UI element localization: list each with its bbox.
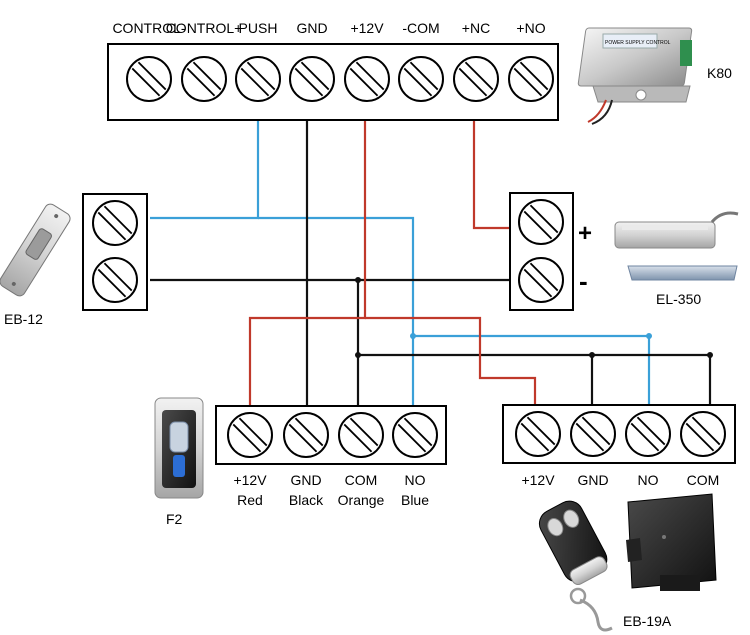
k80-terminal-screw	[398, 56, 444, 102]
junction-dot	[589, 352, 595, 358]
eb19a-terminal-label: COM	[687, 472, 720, 488]
eb19a-terminal-screw	[680, 411, 726, 457]
eb19a-terminal-labels: +12V GND NO COM	[521, 472, 719, 488]
el350-minus-sign: -	[579, 266, 588, 296]
f2-name: F2	[166, 511, 183, 527]
k80-terminal-screw	[344, 56, 390, 102]
junction-dot	[707, 352, 713, 358]
eb19a-terminal-label: GND	[577, 472, 608, 488]
k80-terminal-screw	[453, 56, 499, 102]
eb19a-terminal-label: +12V	[521, 472, 555, 488]
el350-screws	[518, 199, 564, 303]
wire-12v-to-eb19a	[365, 316, 537, 408]
k80-name: K80	[707, 65, 732, 81]
eb12-terminal-screw	[92, 257, 138, 303]
k80-terminal-label: +NO	[516, 20, 545, 36]
eb12-screws	[92, 200, 138, 303]
wire-f2-no-to-eb19a-no	[413, 334, 651, 408]
f2-terminal-label: GND	[290, 472, 321, 488]
k80-terminal-label: CONTROL+	[166, 20, 243, 36]
eb19a-terminal-screw	[515, 411, 561, 457]
k80-terminal-label: -COM	[402, 20, 439, 36]
f2-terminal-color: Orange	[338, 492, 385, 508]
f2-terminal-screw	[227, 412, 273, 458]
k80-device-label: POWER SUPPLY CONTROL	[605, 40, 671, 46]
wires	[150, 120, 712, 408]
wire-push-to-eb12	[150, 120, 260, 220]
f2-terminal-color: Red	[237, 492, 263, 508]
f2-terminal-label: COM	[345, 472, 378, 488]
junction-dot	[646, 333, 652, 339]
eb19a-device: EB-19A	[538, 493, 717, 632]
k80-terminal-screw	[289, 56, 335, 102]
f2-terminal-screw	[338, 412, 384, 458]
eb19a-screws	[515, 411, 726, 457]
eb19a-terminal-screw	[625, 411, 671, 457]
k80-terminal-label: PUSH	[239, 20, 278, 36]
f2-terminal-color: Black	[289, 492, 324, 508]
f2-terminal-screw	[283, 412, 329, 458]
k80-terminal-screw	[235, 56, 281, 102]
eb19a-terminal-screw	[570, 411, 616, 457]
eb12-terminal-screw	[92, 200, 138, 246]
el350-device: EL-350	[614, 211, 739, 307]
el350-name: EL-350	[656, 291, 701, 307]
eb12-name: EB-12	[4, 311, 43, 327]
f2-terminal-labels: +12V Red GND Black COM Orange NO Blue	[233, 472, 429, 508]
el350-terminal-screw	[518, 199, 564, 245]
junction-dot	[355, 352, 361, 358]
k80-screws	[126, 56, 554, 102]
f2-device: F2	[154, 397, 204, 527]
k80-terminal-screw	[508, 56, 554, 102]
el350-terminal-screw	[518, 257, 564, 303]
k80-terminal-labels: CONTROL-CONTROL+PUSH GND +12V -COM +NC +NO	[112, 20, 545, 36]
k80-terminal-screw	[126, 56, 172, 102]
eb12-device: EB-12	[0, 203, 71, 327]
f2-terminal-screw	[392, 412, 438, 458]
wire-12v-to-f2	[248, 120, 367, 408]
junction-dot	[355, 277, 361, 283]
junction-dots	[355, 277, 713, 358]
el350-plus-sign: +	[578, 220, 592, 247]
wire-eb12-to-f2-no	[258, 216, 415, 408]
f2-terminal-color: Blue	[401, 492, 429, 508]
k80-terminal-screw	[181, 56, 227, 102]
k80-terminal-label: GND	[296, 20, 327, 36]
k80-terminal-label: +NC	[462, 20, 490, 36]
f2-terminal-label: NO	[405, 472, 426, 488]
junction-dot	[410, 333, 416, 339]
eb19a-terminal-label: NO	[638, 472, 659, 488]
k80-terminal-label: CONTROL-	[112, 20, 185, 36]
eb19a-name: EB-19A	[623, 613, 672, 629]
f2-screws	[227, 412, 438, 458]
k80-device: POWER SUPPLY CONTROL K80	[577, 27, 732, 125]
f2-terminal-label: +12V	[233, 472, 267, 488]
k80-terminal-label: +12V	[350, 20, 384, 36]
wire-nc-to-el350-plus	[472, 120, 510, 230]
